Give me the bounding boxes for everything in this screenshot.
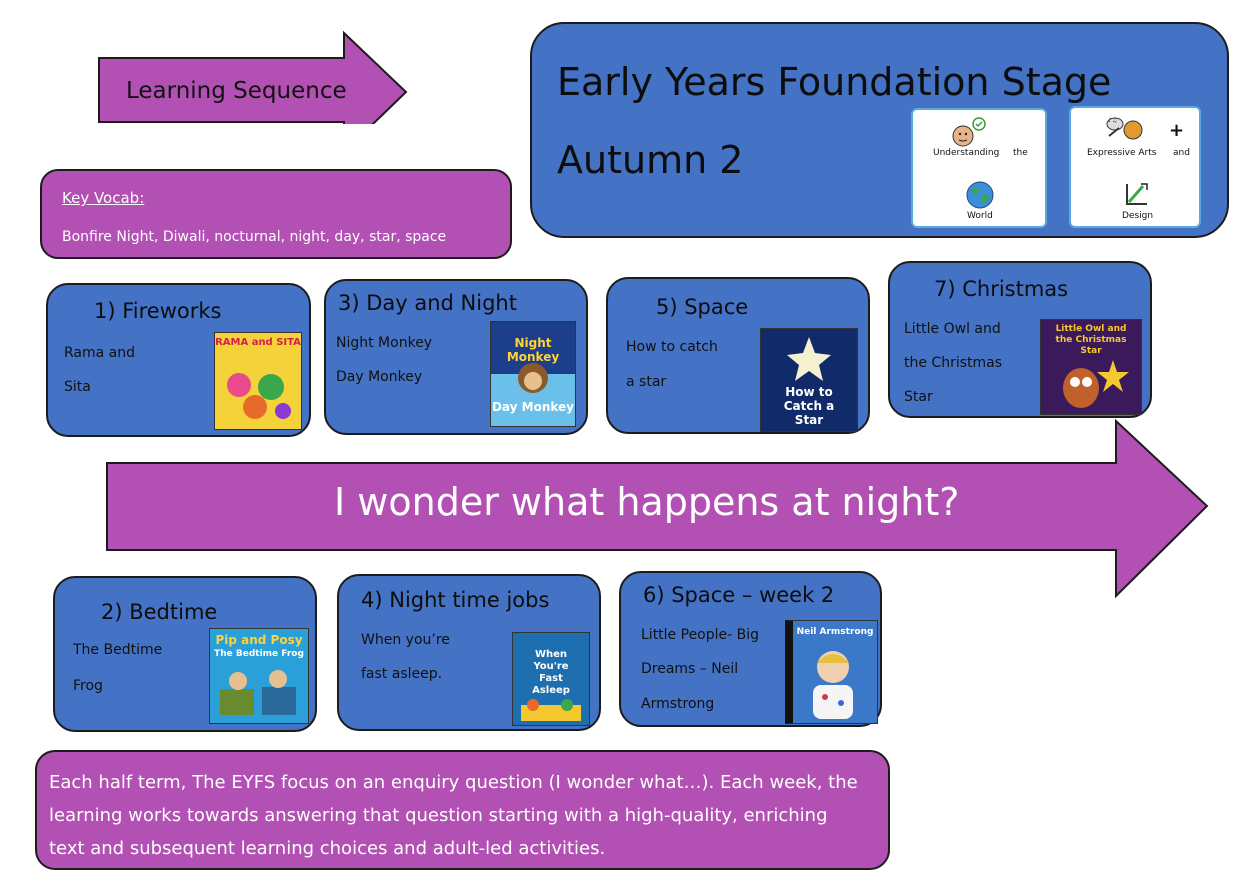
week-title: 2) Bedtime (101, 600, 218, 624)
learning-sequence-arrow (98, 30, 408, 124)
week-card-day-and-night: 3) Day and Night Night Monkey Day Monkey… (324, 279, 588, 435)
key-vocab-words: Bonfire Night, Diwali, nocturnal, night,… (62, 229, 447, 245)
week-card-night-time-jobs: 4) Night time jobs When you’re fast asle… (337, 574, 601, 731)
week-text-line: Star (904, 389, 933, 405)
key-vocab-heading: Key Vocab: (62, 189, 145, 207)
week-title: 4) Night time jobs (361, 588, 550, 612)
week-card-space-week-2: 6) Space – week 2 Little People- Big Dre… (619, 571, 882, 727)
week-title: 3) Day and Night (338, 291, 517, 315)
week-card-bedtime: 2) Bedtime The Bedtime Frog Pip and Posy… (53, 576, 317, 732)
book-cover-rama-and-sita: RAMA and SITA (214, 332, 302, 430)
week-text-line: The Bedtime (73, 642, 163, 658)
cover-title: When You're Fast Asleep (532, 649, 570, 696)
week-title: 6) Space – week 2 (643, 583, 835, 607)
symbol-word-and: and (1173, 148, 1190, 158)
page-title: Early Years Foundation Stage (557, 60, 1112, 104)
book-cover-neil-armstrong: Neil Armstrong (785, 620, 878, 724)
week-text-line: the Christmas (904, 355, 1003, 371)
person-thinking-icon (952, 117, 986, 147)
enquiry-explanation-box: Each half term, The EYFS focus on an enq… (35, 750, 890, 870)
book-cover-little-owl-christmas-star: Little Owl and the Christmas Star (1040, 319, 1142, 415)
book-cover-how-to-catch-a-star: How to Catch a Star (760, 328, 858, 432)
understanding-world-card: Understanding the World (911, 108, 1047, 228)
cover-title: Night Monkey (506, 336, 560, 364)
svg-text:♪♫: ♪♫ (1108, 117, 1117, 124)
week-text-line: Little Owl and (904, 321, 1001, 337)
book-cover-pip-and-posy: Pip and Posy The Bedtime Frog (209, 628, 309, 724)
week-card-space: 5) Space How to catch a star How to Catc… (606, 277, 870, 434)
week-text-line: Little People- Big (641, 627, 760, 643)
symbol-word-design: Design (1122, 211, 1154, 221)
term-label: Autumn 2 (557, 138, 744, 182)
enquiry-question-arrow (106, 418, 1209, 599)
learning-sequence-label: Learning Sequence (126, 78, 347, 104)
week-text-line: Rama and (64, 345, 136, 361)
week-text-line: Armstrong (641, 696, 715, 712)
cover-title: How to Catch a Star (783, 385, 835, 427)
week-title: 7) Christmas (934, 277, 1069, 301)
book-cover-when-youre-fast-asleep: When You're Fast Asleep (512, 632, 590, 726)
week-text-line: When you’re (361, 632, 450, 648)
symbol-word-understanding: Understanding (933, 148, 1000, 158)
week-title: 5) Space (656, 295, 749, 319)
cover-title: Little Owl and the Christmas Star (1055, 324, 1127, 356)
enquiry-explanation: Each half term, The EYFS focus on an enq… (49, 772, 858, 859)
key-vocab-box: Key Vocab: Bonfire Night, Diwali, noctur… (40, 169, 512, 259)
week-text-line: Frog (73, 678, 103, 694)
symbol-word-the: the (1013, 148, 1028, 158)
week-card-fireworks: 1) Fireworks Rama and Sita RAMA and SITA (46, 283, 311, 437)
cover-title: Neil Armstrong (796, 627, 874, 637)
cover-title: RAMA and SITA (215, 337, 301, 348)
cover-title: Pip and Posy (215, 633, 303, 647)
week-title: 1) Fireworks (94, 299, 222, 323)
enquiry-question: I wonder what happens at night? (334, 480, 960, 524)
week-text-line: a star (626, 374, 667, 390)
symbol-word-expressive-arts: Expressive Arts (1087, 148, 1157, 158)
symbol-word-world: World (967, 211, 993, 221)
cover-subtitle: The Bedtime Frog (214, 649, 304, 659)
week-text-line: Night Monkey (336, 335, 433, 351)
week-text-line: Dreams – Neil (641, 661, 739, 677)
design-icon (1126, 183, 1148, 205)
plus-symbol: + (1169, 120, 1185, 141)
week-card-christmas: 7) Christmas Little Owl and the Christma… (888, 261, 1152, 418)
expressive-arts-card: ♪♫ + Expressive Arts and Design (1069, 106, 1201, 228)
book-cover-night-monkey-day-monkey: Night Monkey Day Monkey (490, 321, 576, 427)
cover-subtitle: Day Monkey (491, 400, 575, 414)
week-text-line: Sita (64, 379, 91, 395)
globe-icon (966, 181, 994, 209)
arts-icon: ♪♫ (1106, 117, 1143, 140)
week-text-line: fast asleep. (361, 666, 443, 682)
week-text-line: How to catch (626, 339, 718, 355)
week-text-line: Day Monkey (336, 369, 423, 385)
